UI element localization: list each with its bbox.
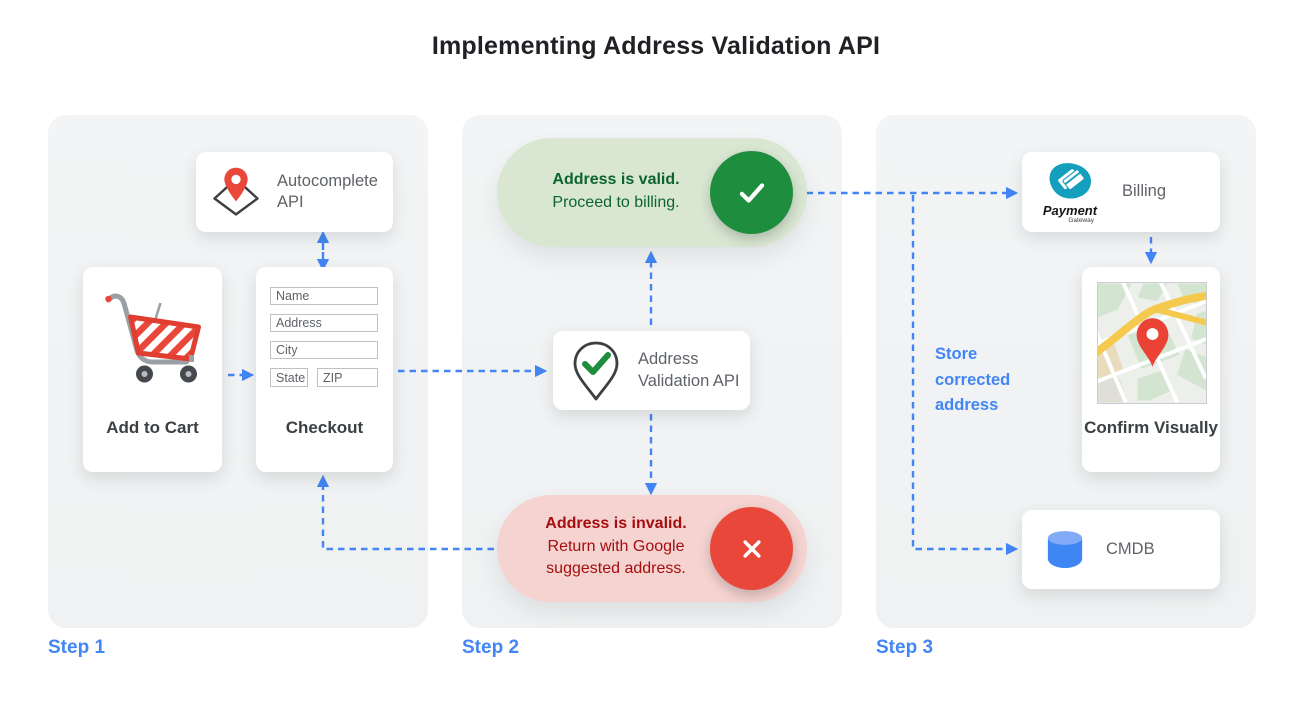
pin-check-icon <box>569 340 623 402</box>
confirm-visually-card: Confirm Visually <box>1082 267 1220 472</box>
address-invalid-title: Address is invalid. <box>545 515 687 532</box>
cmdb-label: CMDB <box>1106 539 1155 558</box>
checkout-label: Checkout <box>285 418 364 437</box>
add-to-cart-card: Add to Cart <box>83 267 222 472</box>
billing-label: Billing <box>1122 182 1167 201</box>
address-validation-api-label: Address Validation API <box>638 350 740 390</box>
address-invalid-subtitle: Return with Google suggested address. <box>546 537 686 578</box>
step-3-label: Step 3 <box>876 637 934 658</box>
autocomplete-api-label: Autocomplete API <box>277 171 378 211</box>
map-thumbnail <box>1097 282 1207 404</box>
address-valid-pill: Address is valid. Proceed to billing. <box>497 138 807 247</box>
checkout-card: Name Address City State ZIP Checkout <box>256 267 393 472</box>
step-2-label: Step 2 <box>462 637 520 658</box>
confirm-visually-label: Confirm Visually <box>1084 418 1218 437</box>
name-field: Name <box>270 287 378 305</box>
page-title: Implementing Address Validation API <box>431 32 881 60</box>
map-pin-diamond-icon <box>208 165 264 219</box>
address-validation-api-card: Address Validation API <box>553 331 750 410</box>
check-circle-icon <box>710 151 793 234</box>
state-field: State <box>270 368 308 387</box>
shopping-cart-icon <box>96 287 209 391</box>
city-field: City <box>270 341 378 359</box>
payment-gateway-logo: Payment Gateway <box>1038 159 1102 225</box>
database-icon <box>1041 528 1089 572</box>
address-field: Address <box>270 314 378 332</box>
step-1-label: Step 1 <box>48 637 106 658</box>
store-corrected-address-note: Store corrected address <box>935 345 1011 415</box>
address-valid-subtitle: Proceed to billing. <box>552 193 680 211</box>
autocomplete-api-card: Autocomplete API <box>196 152 393 232</box>
billing-card: Payment Gateway Billing <box>1022 152 1220 232</box>
zip-field: ZIP <box>317 368 378 387</box>
address-valid-title: Address is valid. <box>552 171 680 188</box>
address-invalid-text: Address is invalid. Return with Google s… <box>517 513 715 581</box>
address-valid-text: Address is valid. Proceed to billing. <box>517 169 715 214</box>
add-to-cart-label: Add to Cart <box>106 418 199 437</box>
cmdb-card: CMDB <box>1022 510 1220 589</box>
address-invalid-pill: Address is invalid. Return with Google s… <box>497 495 807 602</box>
payment-gateway-logo-title: Payment <box>1042 203 1098 219</box>
payment-gateway-logo-subtitle: Gateway <box>1068 217 1094 225</box>
x-circle-icon <box>710 507 793 590</box>
